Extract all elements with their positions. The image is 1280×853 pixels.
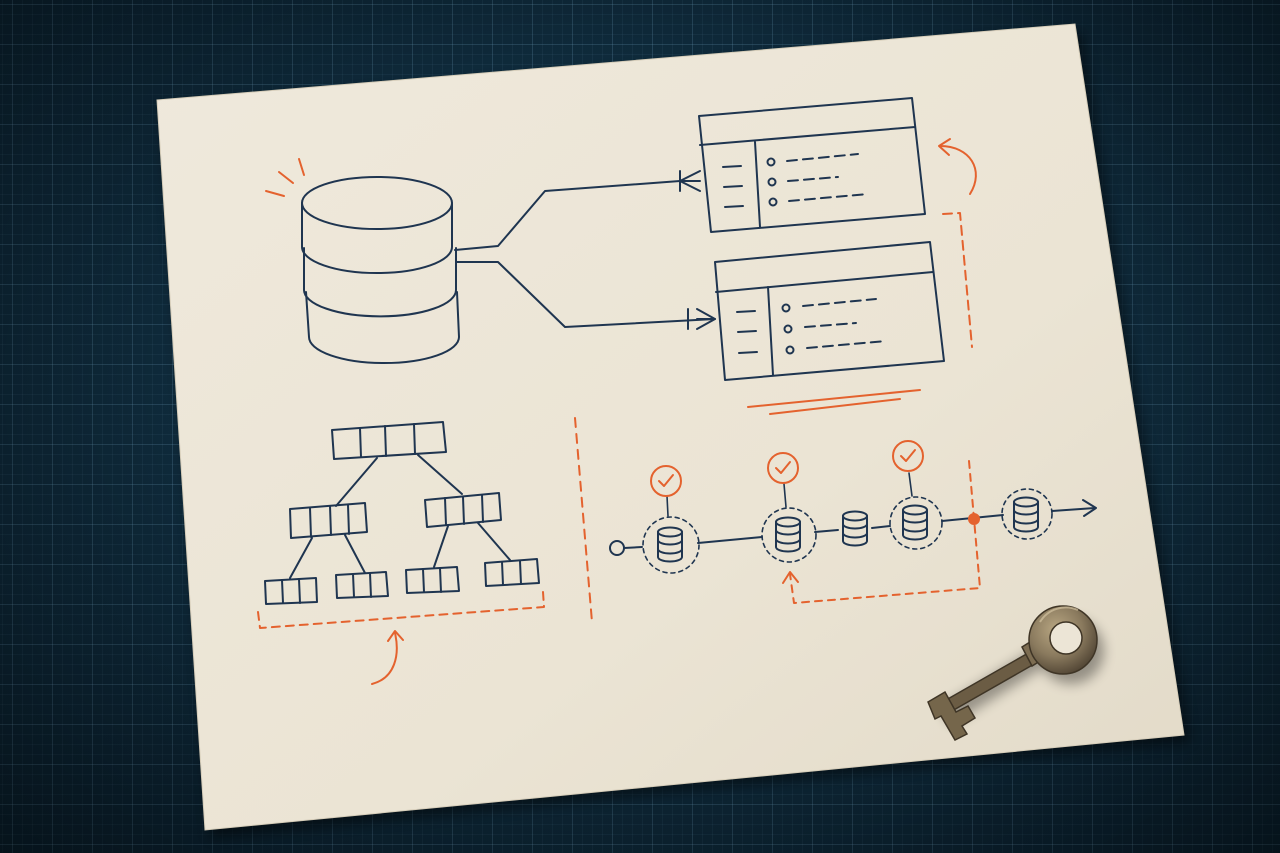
database-cylinder-icon	[1013, 496, 1039, 533]
database-cylinder-icon	[842, 510, 868, 547]
database-cylinder-icon	[775, 516, 801, 553]
database-cylinder-icon	[902, 504, 928, 541]
curved-arrow-icon	[371, 630, 404, 685]
relationship-connectors	[454, 170, 716, 330]
current-point-marker	[968, 513, 980, 525]
dashed-bracket	[942, 212, 973, 348]
section-divider	[574, 417, 593, 623]
database-cylinder-icon	[301, 176, 460, 364]
tree-bracket	[257, 591, 545, 629]
check-circle-icon	[650, 465, 682, 497]
snapshot-rings	[642, 488, 1053, 574]
btree-index-icon	[264, 421, 540, 605]
entity-table-icon	[698, 97, 926, 233]
rollback-arrow-icon	[782, 571, 799, 584]
check-circle-icon	[892, 440, 924, 472]
database-cylinder-icon	[657, 526, 683, 563]
checkpoint-stems	[666, 472, 913, 517]
check-circle-icon	[767, 452, 799, 484]
key-icon	[927, 605, 1104, 741]
paper-sheet	[156, 23, 1185, 831]
curved-arrow-icon	[938, 138, 977, 195]
underline-strokes	[747, 389, 921, 415]
entity-table-icon	[714, 241, 945, 381]
rollback-path	[789, 460, 981, 604]
highlight-spark-icon	[265, 158, 305, 197]
